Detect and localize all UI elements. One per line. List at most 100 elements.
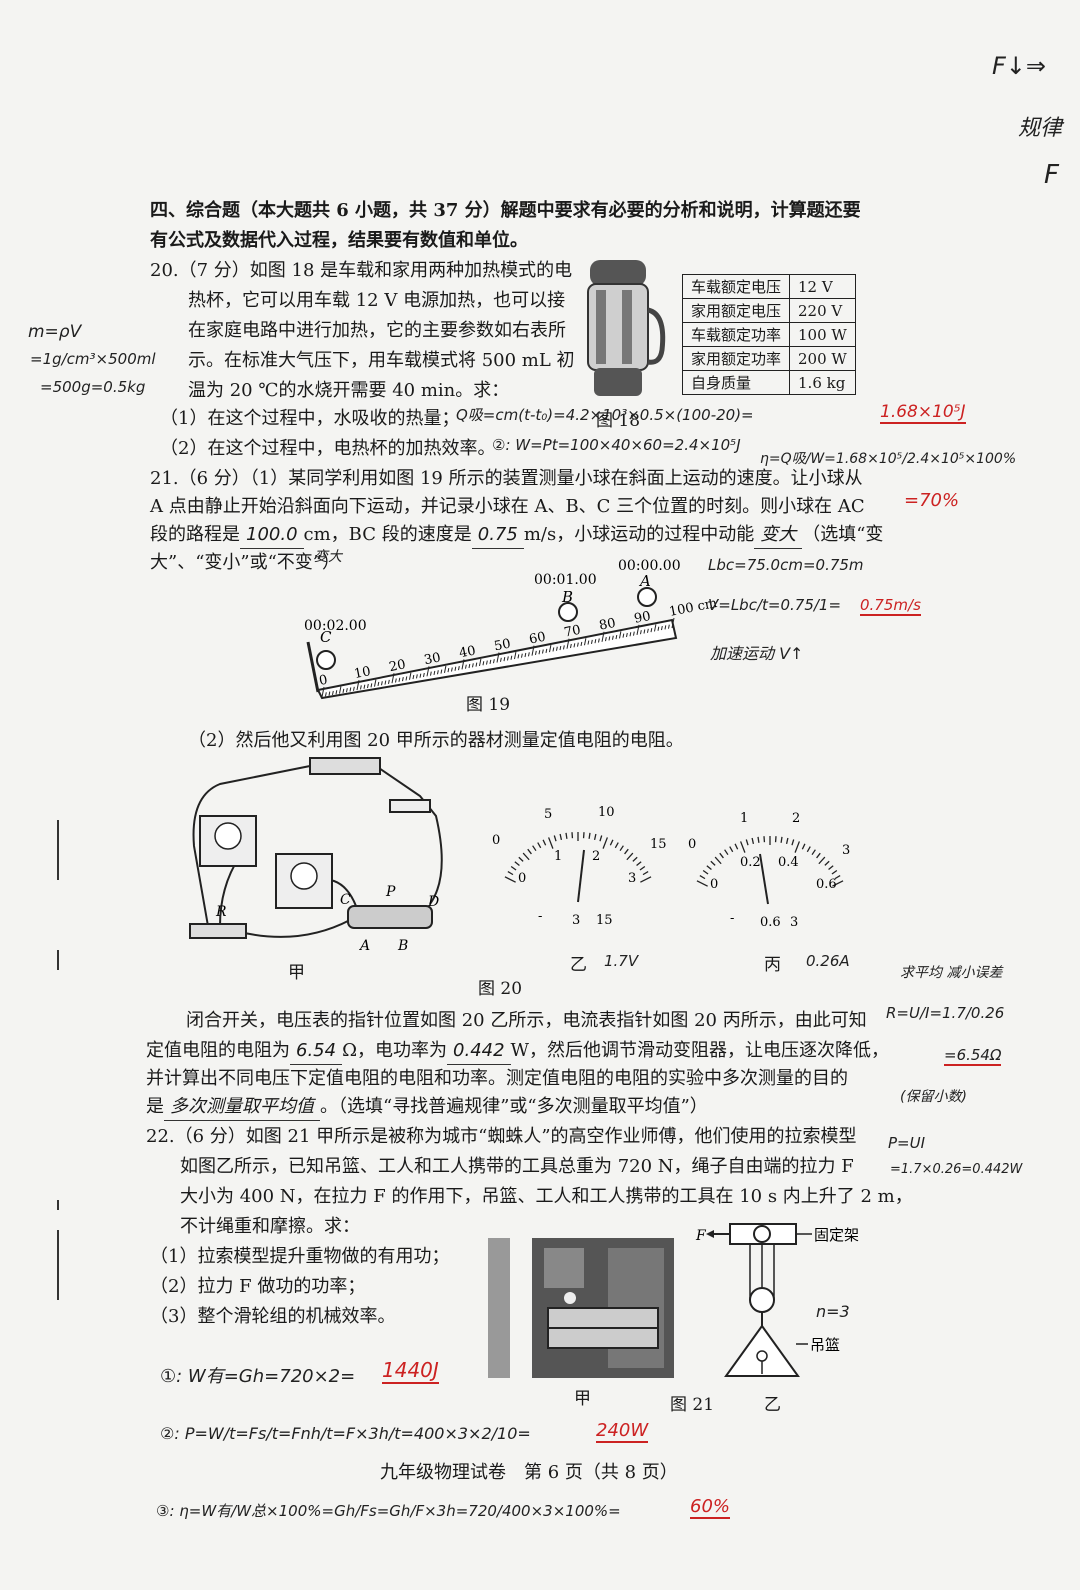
ruler-tick — [524, 652, 527, 658]
volt-top-10: 10 — [598, 805, 615, 820]
dial-tick — [724, 849, 729, 856]
resistor-r — [189, 923, 247, 939]
q20-sub2: （2）在这个过程中，电热杯的加热效率。 — [160, 438, 496, 459]
q21-line3-c: m/s，小球运动的过程中动能 — [523, 524, 755, 545]
ruler-tick — [566, 638, 570, 649]
ruler-tick — [339, 686, 342, 694]
ruler-tick — [468, 663, 471, 669]
ruler-tick — [360, 685, 362, 690]
ruler-tick — [629, 632, 632, 637]
q21-line2: A 点由静止开始沿斜面向下运动，并记录小球在 A、B、C 三个位置的时刻。则小球… — [150, 496, 865, 517]
volt-bot-2: 2 — [592, 849, 600, 864]
movable-pulley — [749, 1287, 775, 1313]
answer-ac-distance[interactable]: 100.0 — [240, 522, 304, 549]
dial-tick — [699, 874, 706, 880]
hw-vbc-result: 0.75m/s — [860, 596, 921, 616]
label-fixed-frame: 固定架 — [814, 1226, 859, 1244]
hw-voltage-read: 1.7V — [604, 952, 639, 970]
amp-bot-04: 0.4 — [778, 855, 799, 870]
page-footer: 九年级物理试卷 第 6 页（共 8 页） — [380, 1462, 678, 1483]
amp-needle — [759, 853, 769, 905]
ruler-tick — [440, 669, 443, 674]
ruler-label: 40 — [458, 643, 477, 661]
dial-tick — [510, 865, 517, 871]
answer-kinetic-energy[interactable]: 变大 — [754, 522, 803, 549]
dial-tick — [824, 860, 830, 866]
dial-tick — [834, 874, 841, 880]
dial-tick — [642, 870, 649, 876]
dial-tick — [619, 845, 624, 852]
ruler-tick — [465, 664, 467, 669]
hw-power-result: 240W — [596, 1420, 649, 1443]
ruler-tick — [349, 687, 352, 692]
answer-resistance[interactable]: 6.54 — [290, 1038, 343, 1065]
volt-term-15: 15 — [596, 913, 613, 928]
dial-tick — [614, 842, 619, 849]
answer-power[interactable]: 0.442 — [447, 1038, 511, 1065]
fig20-bing: 丙 — [764, 955, 781, 975]
voltmeter-dial: 0 5 10 15 0 1 2 3 - 3 15 — [492, 805, 667, 928]
ruler-tick — [342, 688, 345, 693]
hw-heat-absorbed: Q吸=cm(t-t₀)=4.2×10³×0.5×(100-20)= — [456, 406, 754, 424]
volt-bot-0: 0 — [518, 871, 526, 886]
hw-p-result: =1.7×0.26=0.442W — [890, 1162, 1023, 1177]
volt-bot-3: 3 — [628, 871, 636, 886]
q22-line2: 如图乙所示，已知吊篮、工人和工人携带的工具总重为 720 N，绳子自由端的拉力 … — [180, 1156, 854, 1177]
ruler-tick — [475, 662, 478, 667]
ruler-tick — [412, 674, 415, 680]
ruler-tick — [423, 672, 425, 678]
time-b: 00:01.00 — [534, 572, 597, 588]
hw-current-read: 0.26A — [806, 952, 850, 970]
ball-b — [558, 602, 578, 622]
fig19-caption: 图 19 — [466, 695, 511, 715]
ruler-tick — [409, 672, 412, 680]
ruler-tick — [444, 665, 447, 673]
dial-tick — [811, 849, 816, 856]
volt-top-15: 15 — [650, 837, 667, 852]
spec-value: 100 W — [789, 322, 856, 347]
q20-sub1: （1）在这个过程中，水吸收的热量； — [160, 408, 460, 429]
hw-mech-efficiency: ③: η=W有/W总×100%=Gh/Fs=Gh/F×3h=720/400×3×… — [156, 1502, 621, 1520]
ruler-tick — [528, 652, 530, 657]
ruler-tick — [377, 681, 380, 687]
dial-tick — [745, 839, 749, 846]
volt-term-neg: - — [538, 909, 542, 924]
volt-dial-ticks — [504, 832, 652, 883]
ruler-tick — [381, 681, 383, 686]
spec-key: 车载额定电压 — [681, 274, 791, 299]
ruler-tick — [612, 635, 614, 640]
fig21-caption: 图 21 — [670, 1395, 715, 1415]
fig21-pulley-diagram: F 固定架 吊篮 — [695, 1223, 859, 1377]
dial-tick — [816, 852, 821, 859]
hw-ke-note: 变大 — [314, 549, 342, 565]
q20-line3: 在家庭电路中进行加热，它的主要参数如右表所 — [188, 320, 566, 341]
dial-tick — [504, 876, 516, 883]
hw-top-right-2: 规律 — [1018, 116, 1063, 141]
hw-efficiency: η=Q吸/W=1.68×10⁵/2.4×10⁵×100% — [760, 451, 1017, 467]
ruler-tick — [591, 639, 593, 644]
fig20-circuit: C P D R A B — [189, 757, 443, 954]
hw-lbc: Lbc=75.0cm=0.75m — [708, 556, 864, 574]
dial-tick — [791, 839, 795, 846]
ruler-tick — [542, 649, 544, 654]
hw-heat-result: 1.68×10⁵J — [880, 402, 966, 424]
dial-tick — [553, 835, 557, 842]
answer-measurement-goal[interactable]: 多次测量取平均值 — [164, 1094, 320, 1121]
dial-tick — [518, 856, 524, 862]
ruler-tick — [489, 659, 492, 664]
dial-tick — [794, 841, 800, 853]
ruler-tick — [664, 625, 667, 630]
hw-n3: n=3 — [816, 1302, 850, 1321]
dial-tick — [527, 848, 532, 855]
answer-bc-speed[interactable]: 0.75 — [471, 522, 524, 549]
ruler-tick — [500, 657, 502, 662]
ruler-tick — [426, 666, 430, 677]
ruler-tick — [570, 643, 572, 649]
ruler-label: 20 — [388, 657, 407, 675]
dial-tick — [514, 861, 520, 867]
fig20-jia: 甲 — [288, 963, 305, 983]
q21-para2-b: Ω，电功率为 — [342, 1040, 448, 1061]
dial-tick — [828, 865, 834, 871]
ruler-tick — [395, 678, 397, 683]
